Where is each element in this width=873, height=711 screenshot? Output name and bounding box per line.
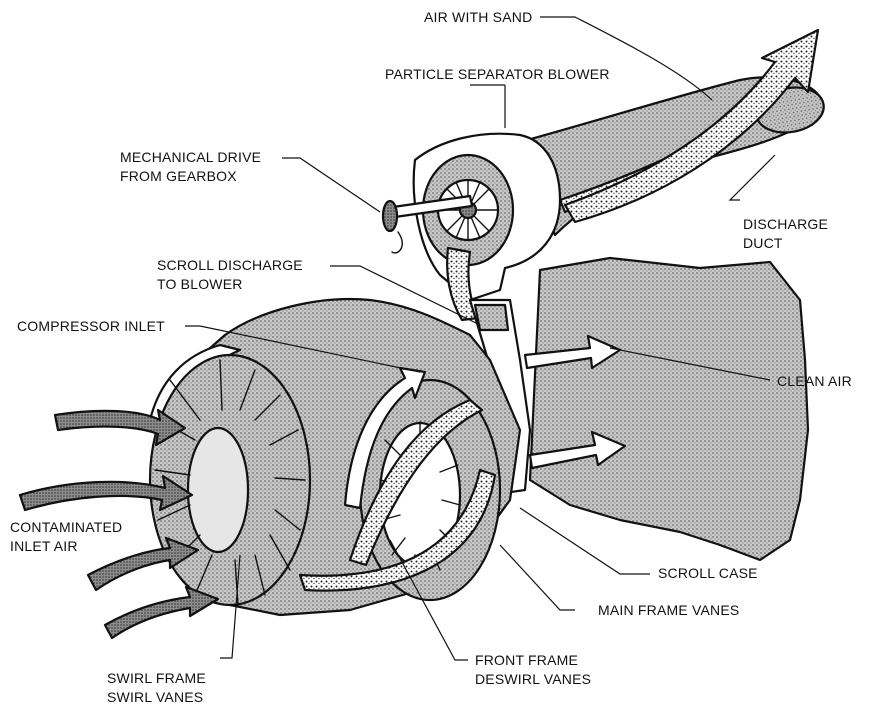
swirl-vane-ring	[150, 355, 310, 605]
leader-air-with-sand	[540, 17, 712, 100]
label-swirl-frame-line1: SWIRL FRAME	[107, 670, 206, 686]
label-scroll-discharge-line1: SCROLL DISCHARGE	[157, 257, 303, 273]
label-contaminated-line2: INLET AIR	[10, 538, 78, 554]
engine-body	[530, 258, 808, 560]
leader-discharge-duct	[730, 155, 775, 200]
label-front-frame-line2: DESWIRL VANES	[475, 671, 591, 687]
label-particle-separator-blower: PARTICLE SEPARATOR BLOWER	[385, 66, 610, 82]
label-scroll-case: SCROLL CASE	[658, 565, 758, 581]
label-front-frame-line1: FRONT FRAME	[475, 652, 578, 668]
leader-mechanical-drive	[282, 158, 380, 212]
label-main-frame-vanes: MAIN FRAME VANES	[598, 602, 739, 618]
label-discharge-duct-line2: DUCT	[743, 235, 783, 251]
label-clean-air: CLEAN AIR	[777, 373, 852, 389]
label-mechanical-drive-line1: MECHANICAL DRIVE	[120, 149, 261, 165]
label-discharge-duct-line1: DISCHARGE	[743, 216, 828, 232]
label-contaminated-line1: CONTAMINATED	[10, 519, 122, 535]
leader-main-frame-vanes	[500, 545, 575, 610]
label-scroll-discharge-line2: TO BLOWER	[157, 276, 243, 292]
label-compressor-inlet: COMPRESSOR INLET	[17, 318, 165, 334]
label-mechanical-drive-line2: FROM GEARBOX	[120, 168, 237, 184]
label-air-with-sand: AIR WITH SAND	[424, 9, 532, 25]
label-swirl-frame-line2: SWIRL VANES	[107, 689, 203, 705]
